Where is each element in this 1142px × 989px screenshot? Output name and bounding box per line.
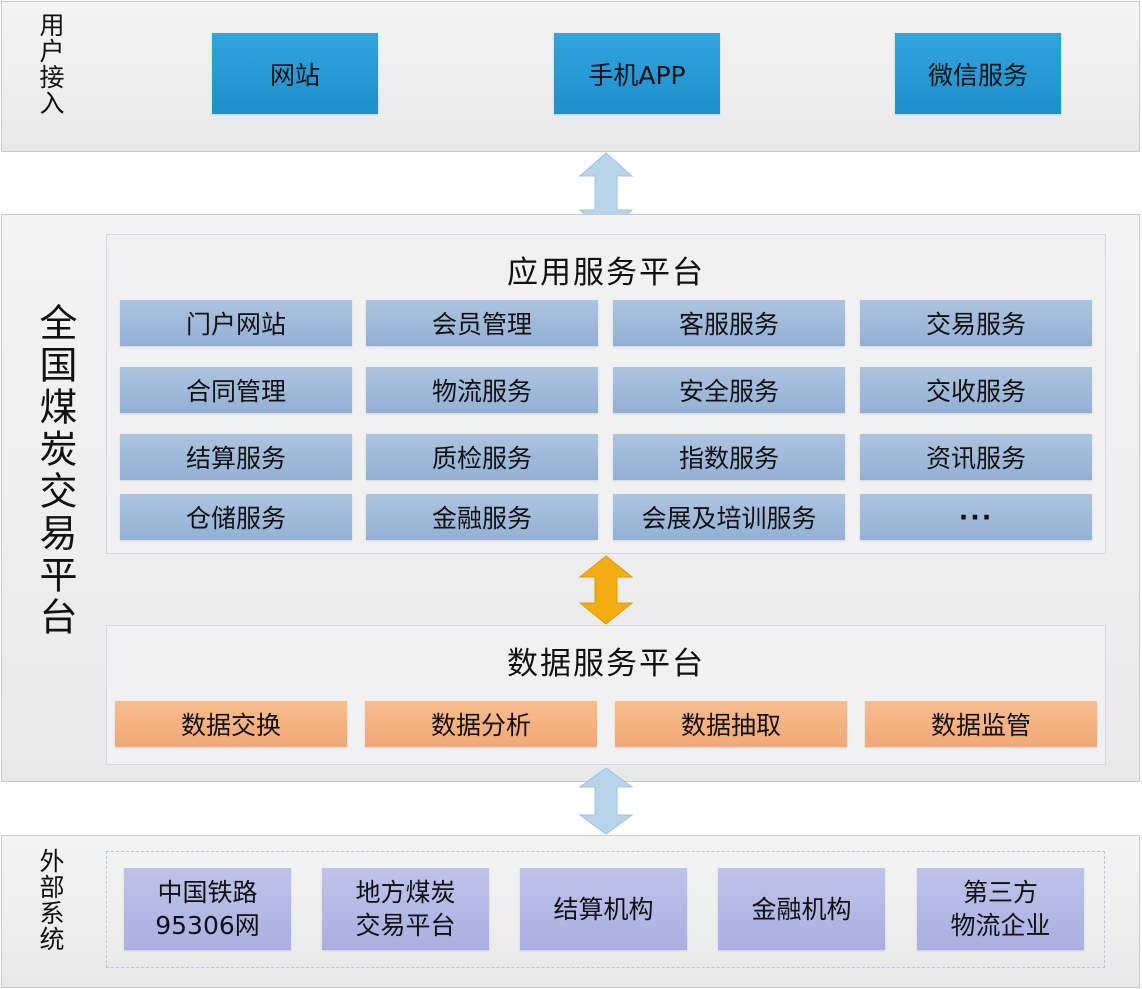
app-service-item: 门户网站 — [120, 300, 352, 346]
app-service-item: 物流服务 — [366, 367, 598, 413]
external-settlement-institution: 结算机构 — [520, 868, 687, 950]
app-platform-title: 应用服务平台 — [507, 255, 705, 291]
data-service-item: 数据交换 — [115, 701, 347, 747]
external-item-line2: 95306网 — [155, 911, 260, 940]
access-mobile-app: 手机APP — [554, 33, 720, 114]
app-service-item: 金融服务 — [366, 494, 598, 540]
external-financial-institution: 金融机构 — [718, 868, 885, 950]
external-label: 外部系统 — [36, 848, 65, 952]
app-service-item: 会员管理 — [366, 300, 598, 346]
external-third-party-logistics: 第三方 物流企业 — [917, 868, 1084, 950]
access-website: 网站 — [212, 33, 378, 114]
app-data-arrow-icon — [579, 555, 633, 625]
app-service-item: 仓储服务 — [120, 494, 352, 540]
app-service-item: 结算服务 — [120, 434, 352, 480]
access-wechat: 微信服务 — [895, 33, 1061, 114]
app-service-item: 资讯服务 — [860, 434, 1092, 480]
user-access-label: 用户接入 — [36, 12, 65, 116]
data-service-item: 数据抽取 — [615, 701, 847, 747]
app-service-item: 交易服务 — [860, 300, 1092, 346]
external-china-railway: 中国铁路 95306网 — [124, 868, 291, 950]
app-service-item: 质检服务 — [366, 434, 598, 480]
platform-label: 全国煤炭交易平台 — [33, 303, 77, 639]
app-service-item: 安全服务 — [613, 367, 845, 413]
external-item-line1: 金融机构 — [751, 894, 852, 924]
app-service-more: ··· — [860, 494, 1092, 540]
external-item-line1: 结算机构 — [553, 894, 654, 924]
data-service-item: 数据监管 — [865, 701, 1097, 747]
external-item-line2: 交易平台 — [355, 911, 456, 940]
external-dashed-frame — [106, 851, 1105, 968]
data-service-item: 数据分析 — [365, 701, 597, 747]
app-service-item: 会展及培训服务 — [613, 494, 845, 540]
external-item-line1: 地方煤炭 — [355, 878, 456, 907]
platform-external-arrow-icon — [578, 767, 634, 835]
external-item-line1: 第三方 — [962, 878, 1038, 907]
external-item-line1: 中国铁路 — [157, 878, 258, 907]
app-service-item: 合同管理 — [120, 367, 352, 413]
external-local-coal-exchange: 地方煤炭 交易平台 — [322, 868, 489, 950]
app-service-item: 指数服务 — [613, 434, 845, 480]
external-item-line2: 物流企业 — [950, 911, 1051, 940]
app-service-item: 客服服务 — [613, 300, 845, 346]
data-platform-title: 数据服务平台 — [507, 646, 705, 682]
app-service-item: 交收服务 — [860, 367, 1092, 413]
